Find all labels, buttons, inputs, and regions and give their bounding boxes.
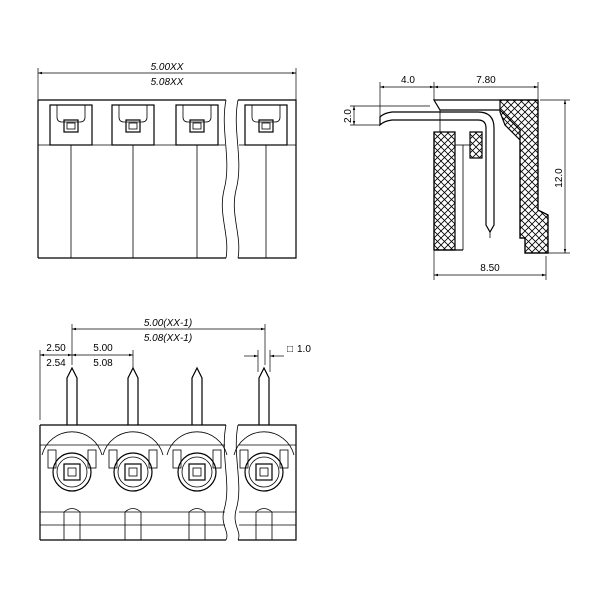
front-dim-pitch-a: 5.00 (93, 343, 113, 354)
top-body-outline (38, 99, 297, 259)
side-hatch-mid-block (469, 131, 483, 159)
front-pin (191, 366, 203, 425)
front-pin (127, 366, 139, 425)
front-screw (233, 431, 295, 540)
front-dim-pin-square-symbol: □ (287, 344, 293, 355)
side-hatch-right-wall (499, 99, 549, 254)
top-dim-pitch-b: 5.08XX (151, 77, 184, 88)
side-dim-top-length: 7.80 (476, 75, 496, 86)
front-pin (66, 366, 78, 425)
top-view: 5.00XX 5.08XX (37, 62, 297, 259)
top-wire-entry (244, 104, 288, 258)
front-pins (66, 366, 270, 425)
front-screw (41, 431, 103, 540)
top-break-line-2 (233, 99, 240, 259)
front-dim-edge-b: 2.54 (46, 358, 66, 369)
front-dim-pin-square: 1.0 (297, 344, 311, 355)
side-pin (379, 111, 495, 234)
front-pin (258, 366, 270, 425)
side-dim-depth: 8.50 (480, 263, 500, 274)
front-dim-total-b: 5.08(XX-1) (144, 333, 192, 344)
side-dim-pin-offset: 4.0 (401, 75, 415, 86)
front-dim-total-a: 5.00(XX-1) (144, 318, 192, 329)
front-view: 5.00(XX-1) 5.08(XX-1) 2.50 2.54 5.00 5.0… (39, 318, 311, 541)
side-hatch-left-wall (433, 131, 456, 251)
top-dim-pitch-a: 5.00XX (151, 62, 184, 73)
front-break-line-2 (234, 424, 240, 541)
front-dim-edge-a: 2.50 (46, 343, 66, 354)
top-wire-entries (49, 104, 288, 258)
front-screw (166, 431, 228, 540)
front-screws (41, 431, 295, 540)
front-screw (102, 431, 164, 540)
side-view: 4.0 7.80 2.0 12.0 8.50 (343, 75, 570, 280)
side-dim-pin-height: 2.0 (343, 109, 354, 123)
front-body-outline (40, 424, 297, 541)
side-dim-height: 12.0 (554, 168, 565, 188)
top-break-line-1 (221, 99, 228, 259)
front-break-line-1 (222, 424, 228, 541)
top-wire-entry (175, 104, 219, 258)
front-dim-pitch-b: 5.08 (93, 358, 113, 369)
top-wire-entry (49, 104, 93, 258)
top-wire-entry (111, 104, 155, 258)
